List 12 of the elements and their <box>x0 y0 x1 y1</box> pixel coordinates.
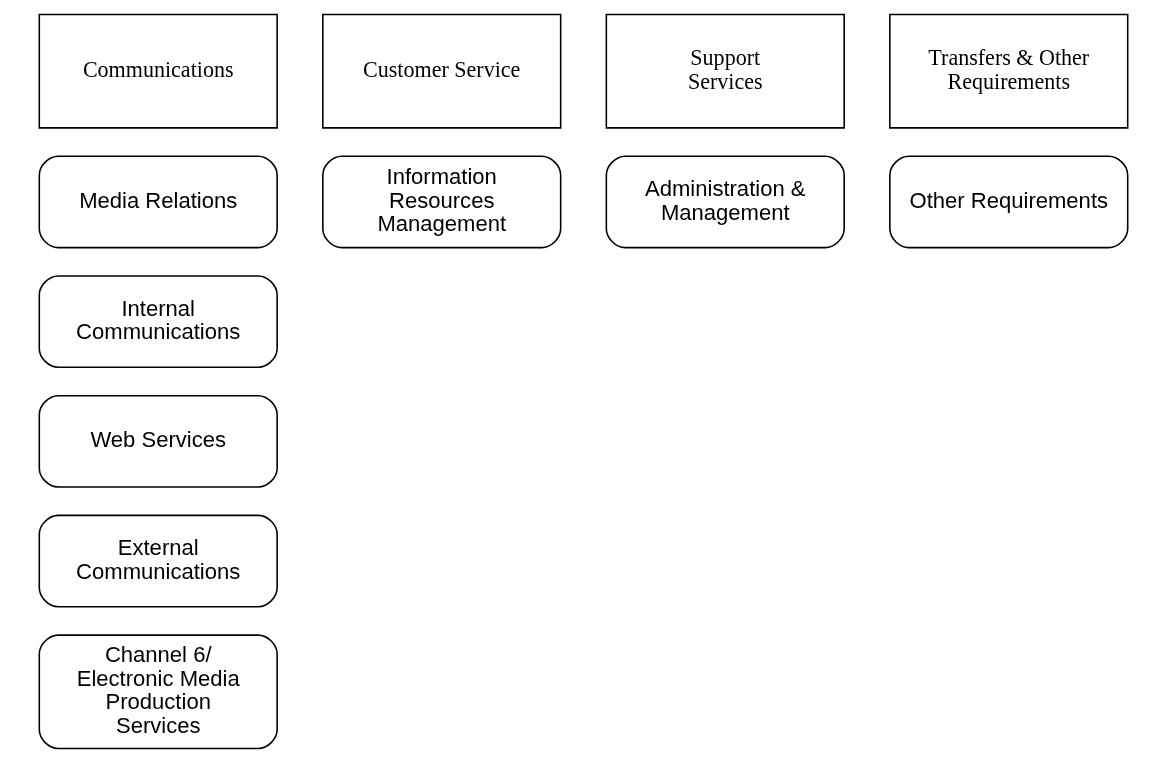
node-box: Other Requirements <box>889 155 1129 249</box>
node-box: Information Resources Management <box>322 155 562 249</box>
node-box: Administration & Management <box>605 155 845 249</box>
node-box: Communications <box>38 13 278 129</box>
node-box: Customer Service <box>322 13 562 129</box>
node-box: External Communications <box>38 514 278 608</box>
node-box: Media Relations <box>38 155 278 249</box>
node-box: Support Services <box>605 13 845 129</box>
node-box: Web Services <box>38 394 278 488</box>
node-box: Internal Communications <box>38 275 278 369</box>
node-box: Channel 6/ Electronic Media Production Services <box>38 634 278 750</box>
node-box: Transfers & Other Requirements <box>889 13 1129 129</box>
